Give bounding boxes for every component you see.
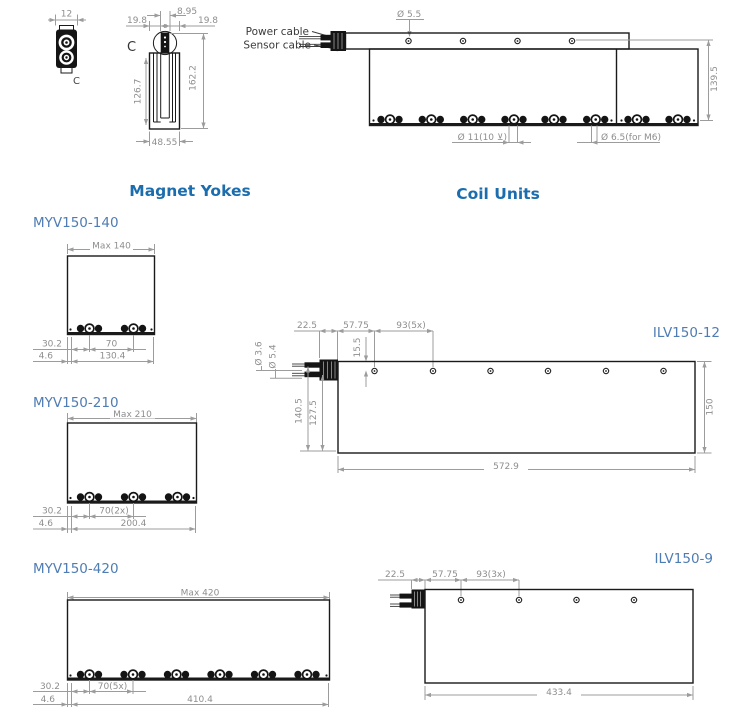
- coil-body: [424, 588, 694, 684]
- end-view-body: [148, 52, 181, 130]
- myv150-420-drawing: MYV150-420 Max 420 30.2 70(5x) 4.6: [33, 561, 331, 707]
- magnet-dots-row: [69, 669, 328, 680]
- end-view-slots: [153, 53, 176, 123]
- magnet-dots-row: [372, 114, 696, 125]
- dim-end-width: 48.55: [152, 138, 178, 148]
- dim-offset: 30.2: [42, 340, 62, 350]
- dim-cable-offset: 22.5: [385, 570, 405, 580]
- detail-view-label: C: [73, 76, 80, 87]
- dim-edge: 4.6: [39, 519, 54, 529]
- connector-socket-bottom: [59, 50, 74, 65]
- dim-coil-height: 150: [706, 398, 716, 415]
- dim-first-hole: 57.75: [432, 570, 458, 580]
- cable-connector: [292, 359, 338, 381]
- mount-hole-note: Ø 11(10 ⊻): [458, 132, 507, 143]
- dim-pitch: 70(2x): [99, 507, 129, 517]
- coil-end-view: 8.95 19.8 19.8 C 126.7: [126, 7, 218, 148]
- dim-first-hole: 57.75: [343, 321, 369, 331]
- magnet-dots-row: [69, 323, 153, 334]
- dim-assembly-height: 139.5: [710, 66, 720, 92]
- power-cable-label: Power cable: [246, 26, 309, 38]
- ilv150-9-drawing: ILV150-9 22.5 57.75 93(3x): [378, 551, 713, 700]
- dim-sensor-cable-dia: Ø 3.6: [254, 341, 265, 366]
- connector-detail-view: 12 C: [48, 10, 86, 87]
- dim-left-offset: 19.8: [127, 16, 147, 26]
- dim-power-cable-height: 127.5: [309, 400, 319, 426]
- detail-mark-C: C: [127, 40, 136, 55]
- cable-connector: [390, 589, 425, 609]
- model-label-ilv150-12: ILV150-12: [653, 325, 720, 341]
- dim-right-offset: 19.8: [198, 16, 218, 26]
- connector-bottom-tab: [60, 66, 73, 74]
- coil-units-header: Coil Units: [456, 185, 540, 203]
- sensor-cable-label: Sensor cable: [243, 40, 311, 52]
- model-label-ilv150-9: ILV150-9: [655, 551, 713, 567]
- myv150-140-drawing: MYV150-140 Max 140 30.2 70 4.6 130.4: [33, 215, 156, 364]
- dim-edge: 4.6: [41, 695, 56, 705]
- dim-max-width: Max 420: [181, 589, 220, 599]
- dim-coil-length: 433.4: [546, 688, 572, 698]
- model-label-myv150-210: MYV150-210: [33, 395, 119, 411]
- dim-sensor-hole-dia: Ø 5.5: [397, 9, 421, 20]
- dim-cable-offset: 22.5: [297, 321, 317, 331]
- magnet-dots-row: [69, 491, 195, 503]
- dim-coil-length: 572.9: [493, 462, 519, 472]
- dim-offset: 30.2: [40, 682, 60, 692]
- dim-max-width: Max 140: [92, 242, 131, 252]
- dim-span: 200.4: [121, 519, 147, 529]
- dim-power-cable-dia: Ø 5.4: [268, 344, 279, 369]
- dim-hole-pitch: 93(3x): [476, 570, 506, 580]
- yoke-body: [66, 255, 156, 336]
- connector-socket-top: [58, 34, 75, 51]
- dim-sensor-cable-height: 140.5: [295, 398, 305, 424]
- magnet-yokes-header: Magnet Yokes: [129, 182, 250, 200]
- cable-connector: [299, 31, 346, 51]
- dim-total-height: 162.2: [189, 65, 199, 91]
- dim-edge: 4.6: [39, 352, 54, 362]
- coil-body: [337, 360, 696, 454]
- model-label-myv150-420: MYV150-420: [33, 561, 119, 577]
- yoke-body: [66, 422, 198, 504]
- coil-side-view: Power cable Sensor cable Ø 5.5: [243, 9, 720, 145]
- detail-circle-C: [152, 30, 178, 56]
- ilv150-12-drawing: ILV150-12 22.5 57.75 93(5x) 15.5: [254, 321, 720, 473]
- dim-span: 410.4: [187, 695, 213, 705]
- dim-max-width: Max 210: [113, 410, 152, 420]
- myv150-210-drawing: MYV150-210 Max 210 30.2 70(2x) 4.6 200.: [33, 395, 198, 533]
- dim-hole-pitch: 93(5x): [396, 321, 426, 331]
- dim-pitch: 70(5x): [98, 682, 128, 692]
- thread-hole-note: Ø 6.5(for M6): [601, 132, 661, 143]
- dim-connector-width-end: 8.95: [177, 7, 197, 17]
- yoke-assembly-body: [368, 48, 699, 127]
- dim-hole-top-offset: 15.5: [353, 337, 363, 357]
- dim-pitch: 70: [106, 340, 118, 350]
- dim-offset: 30.2: [42, 507, 62, 517]
- dim-span: 130.4: [100, 352, 126, 362]
- dim-connector-width: 12: [61, 10, 72, 20]
- dim-slot-depth: 126.7: [134, 79, 144, 105]
- model-label-myv150-140: MYV150-140: [33, 215, 119, 231]
- yoke-body: [66, 599, 331, 681]
